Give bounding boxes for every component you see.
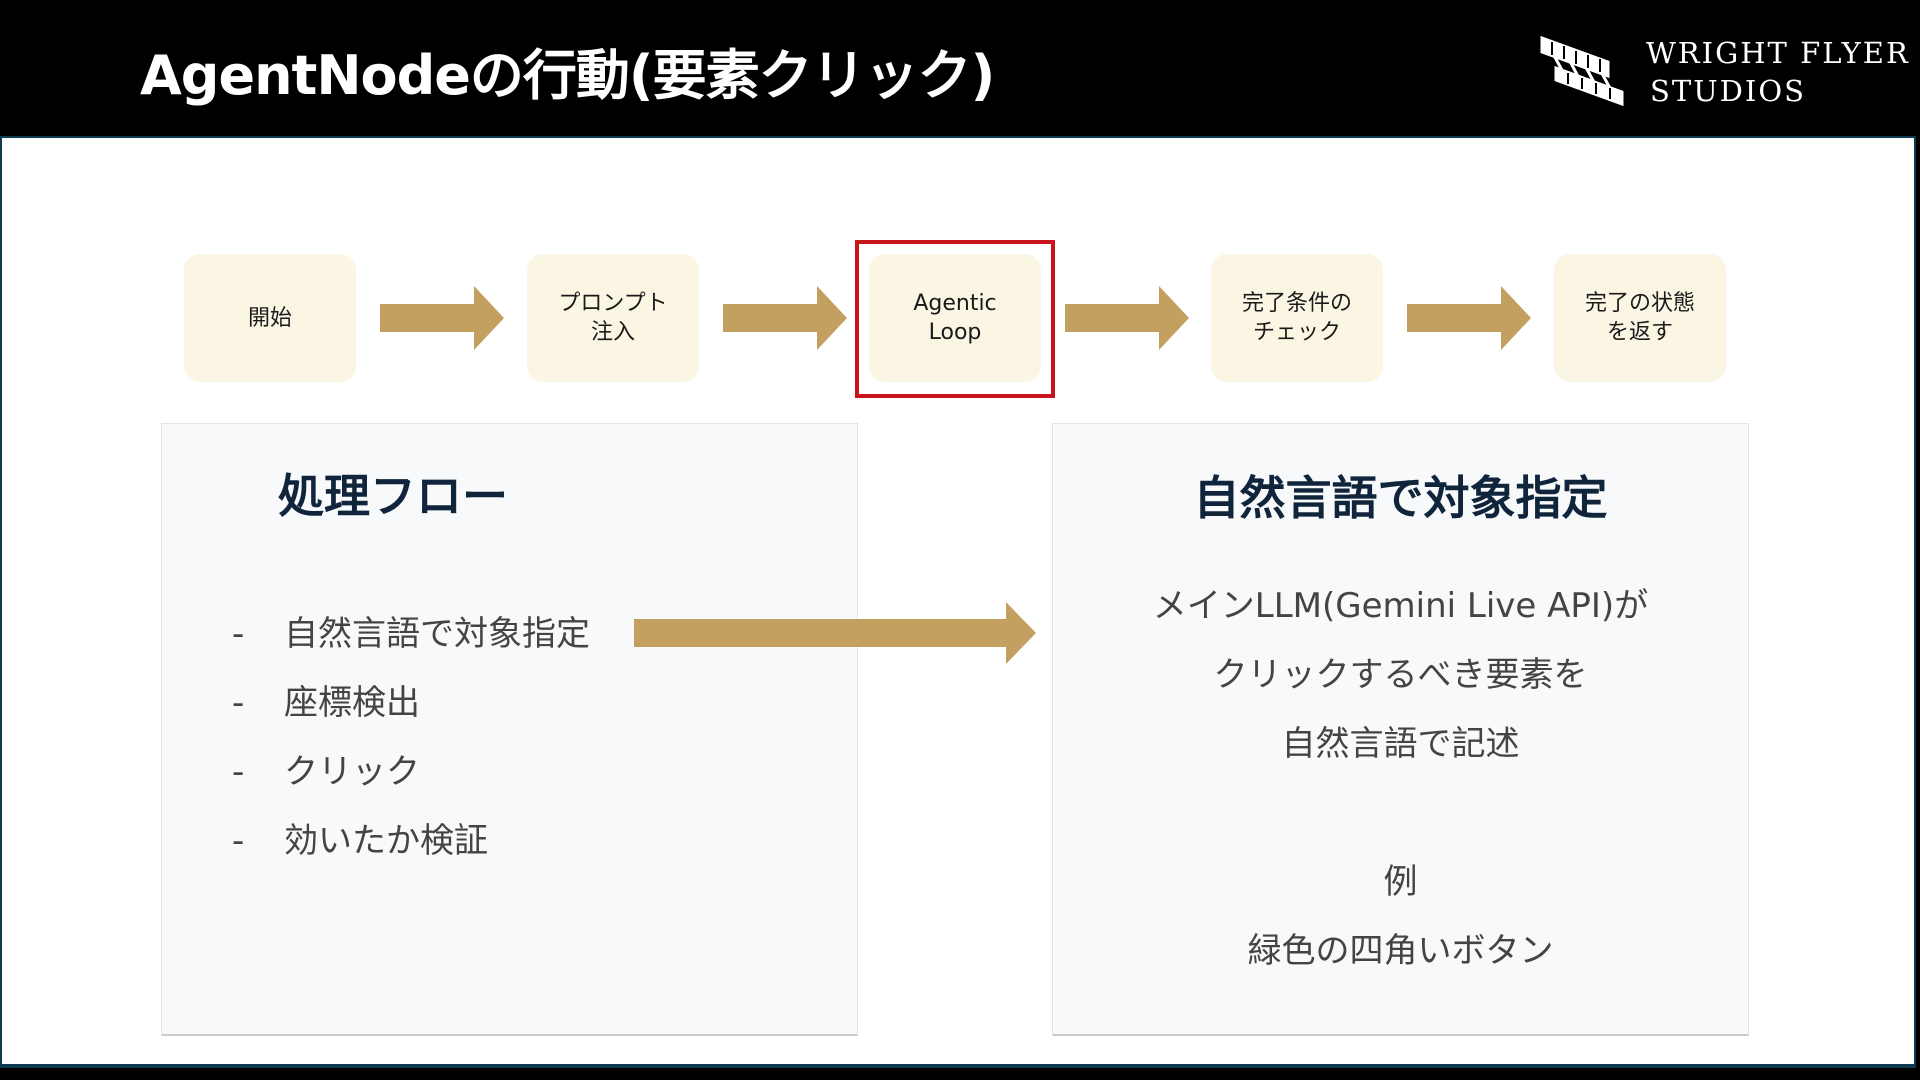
- wright-flyer-logo: WRIGHT FLYER STUDIOS: [1538, 28, 1908, 112]
- connector-arrow-right-icon: [634, 602, 1036, 664]
- agentic-loop-highlight-box: [855, 240, 1055, 398]
- flow-step-start: 開始: [184, 254, 356, 382]
- logo-wordmark: WRIGHT FLYER STUDIOS: [1646, 34, 1910, 110]
- bullet-dash: -: [232, 614, 245, 654]
- flow-arrow-right-icon: [1065, 286, 1189, 350]
- list-item-text: クリック: [284, 752, 420, 792]
- flow-arrow-right-icon: [723, 286, 847, 350]
- description-line: 自然言語で記述: [1281, 724, 1520, 764]
- logo-line-2: STUDIOS: [1650, 74, 1806, 108]
- list-item-text: 効いたか検証: [284, 821, 488, 861]
- list-item-text: 座標検出: [284, 683, 420, 723]
- processing-flow-panel: [161, 423, 858, 1036]
- flow-step-completion-check: 完了条件の チェック: [1211, 254, 1383, 382]
- natural-language-target-title: 自然言語で対象指定: [1193, 471, 1608, 525]
- natural-language-target-panel: [1052, 423, 1749, 1036]
- flow-arrow-right-icon: [1407, 286, 1531, 350]
- flow-step-agentic-loop: Agentic Loop: [869, 254, 1041, 382]
- slide-header: AgentNodeの行動(要素クリック): [0, 0, 1920, 136]
- processing-flow-title: 処理フロー: [278, 469, 508, 523]
- list-item-text: 自然言語で対象指定: [284, 614, 590, 654]
- example-text: 緑色の四角いボタン: [1247, 931, 1554, 971]
- biplane-logo-icon: [1540, 35, 1624, 107]
- example-label: 例: [1383, 862, 1418, 902]
- bullet-dash: -: [232, 752, 245, 792]
- flow-step-return-state: 完了の状態 を返す: [1554, 254, 1726, 382]
- description-line: クリックするべき要素を: [1213, 655, 1588, 695]
- slide-title: AgentNodeの行動(要素クリック): [140, 44, 995, 107]
- flow-step-prompt-injection: プロンプト 注入: [527, 254, 699, 382]
- bullet-dash: -: [232, 683, 245, 723]
- description-line: メインLLM(Gemini Live API)が: [1152, 586, 1649, 626]
- logo-line-1: WRIGHT FLYER: [1646, 36, 1910, 70]
- flow-arrow-right-icon: [380, 286, 504, 350]
- bullet-dash: -: [232, 821, 245, 861]
